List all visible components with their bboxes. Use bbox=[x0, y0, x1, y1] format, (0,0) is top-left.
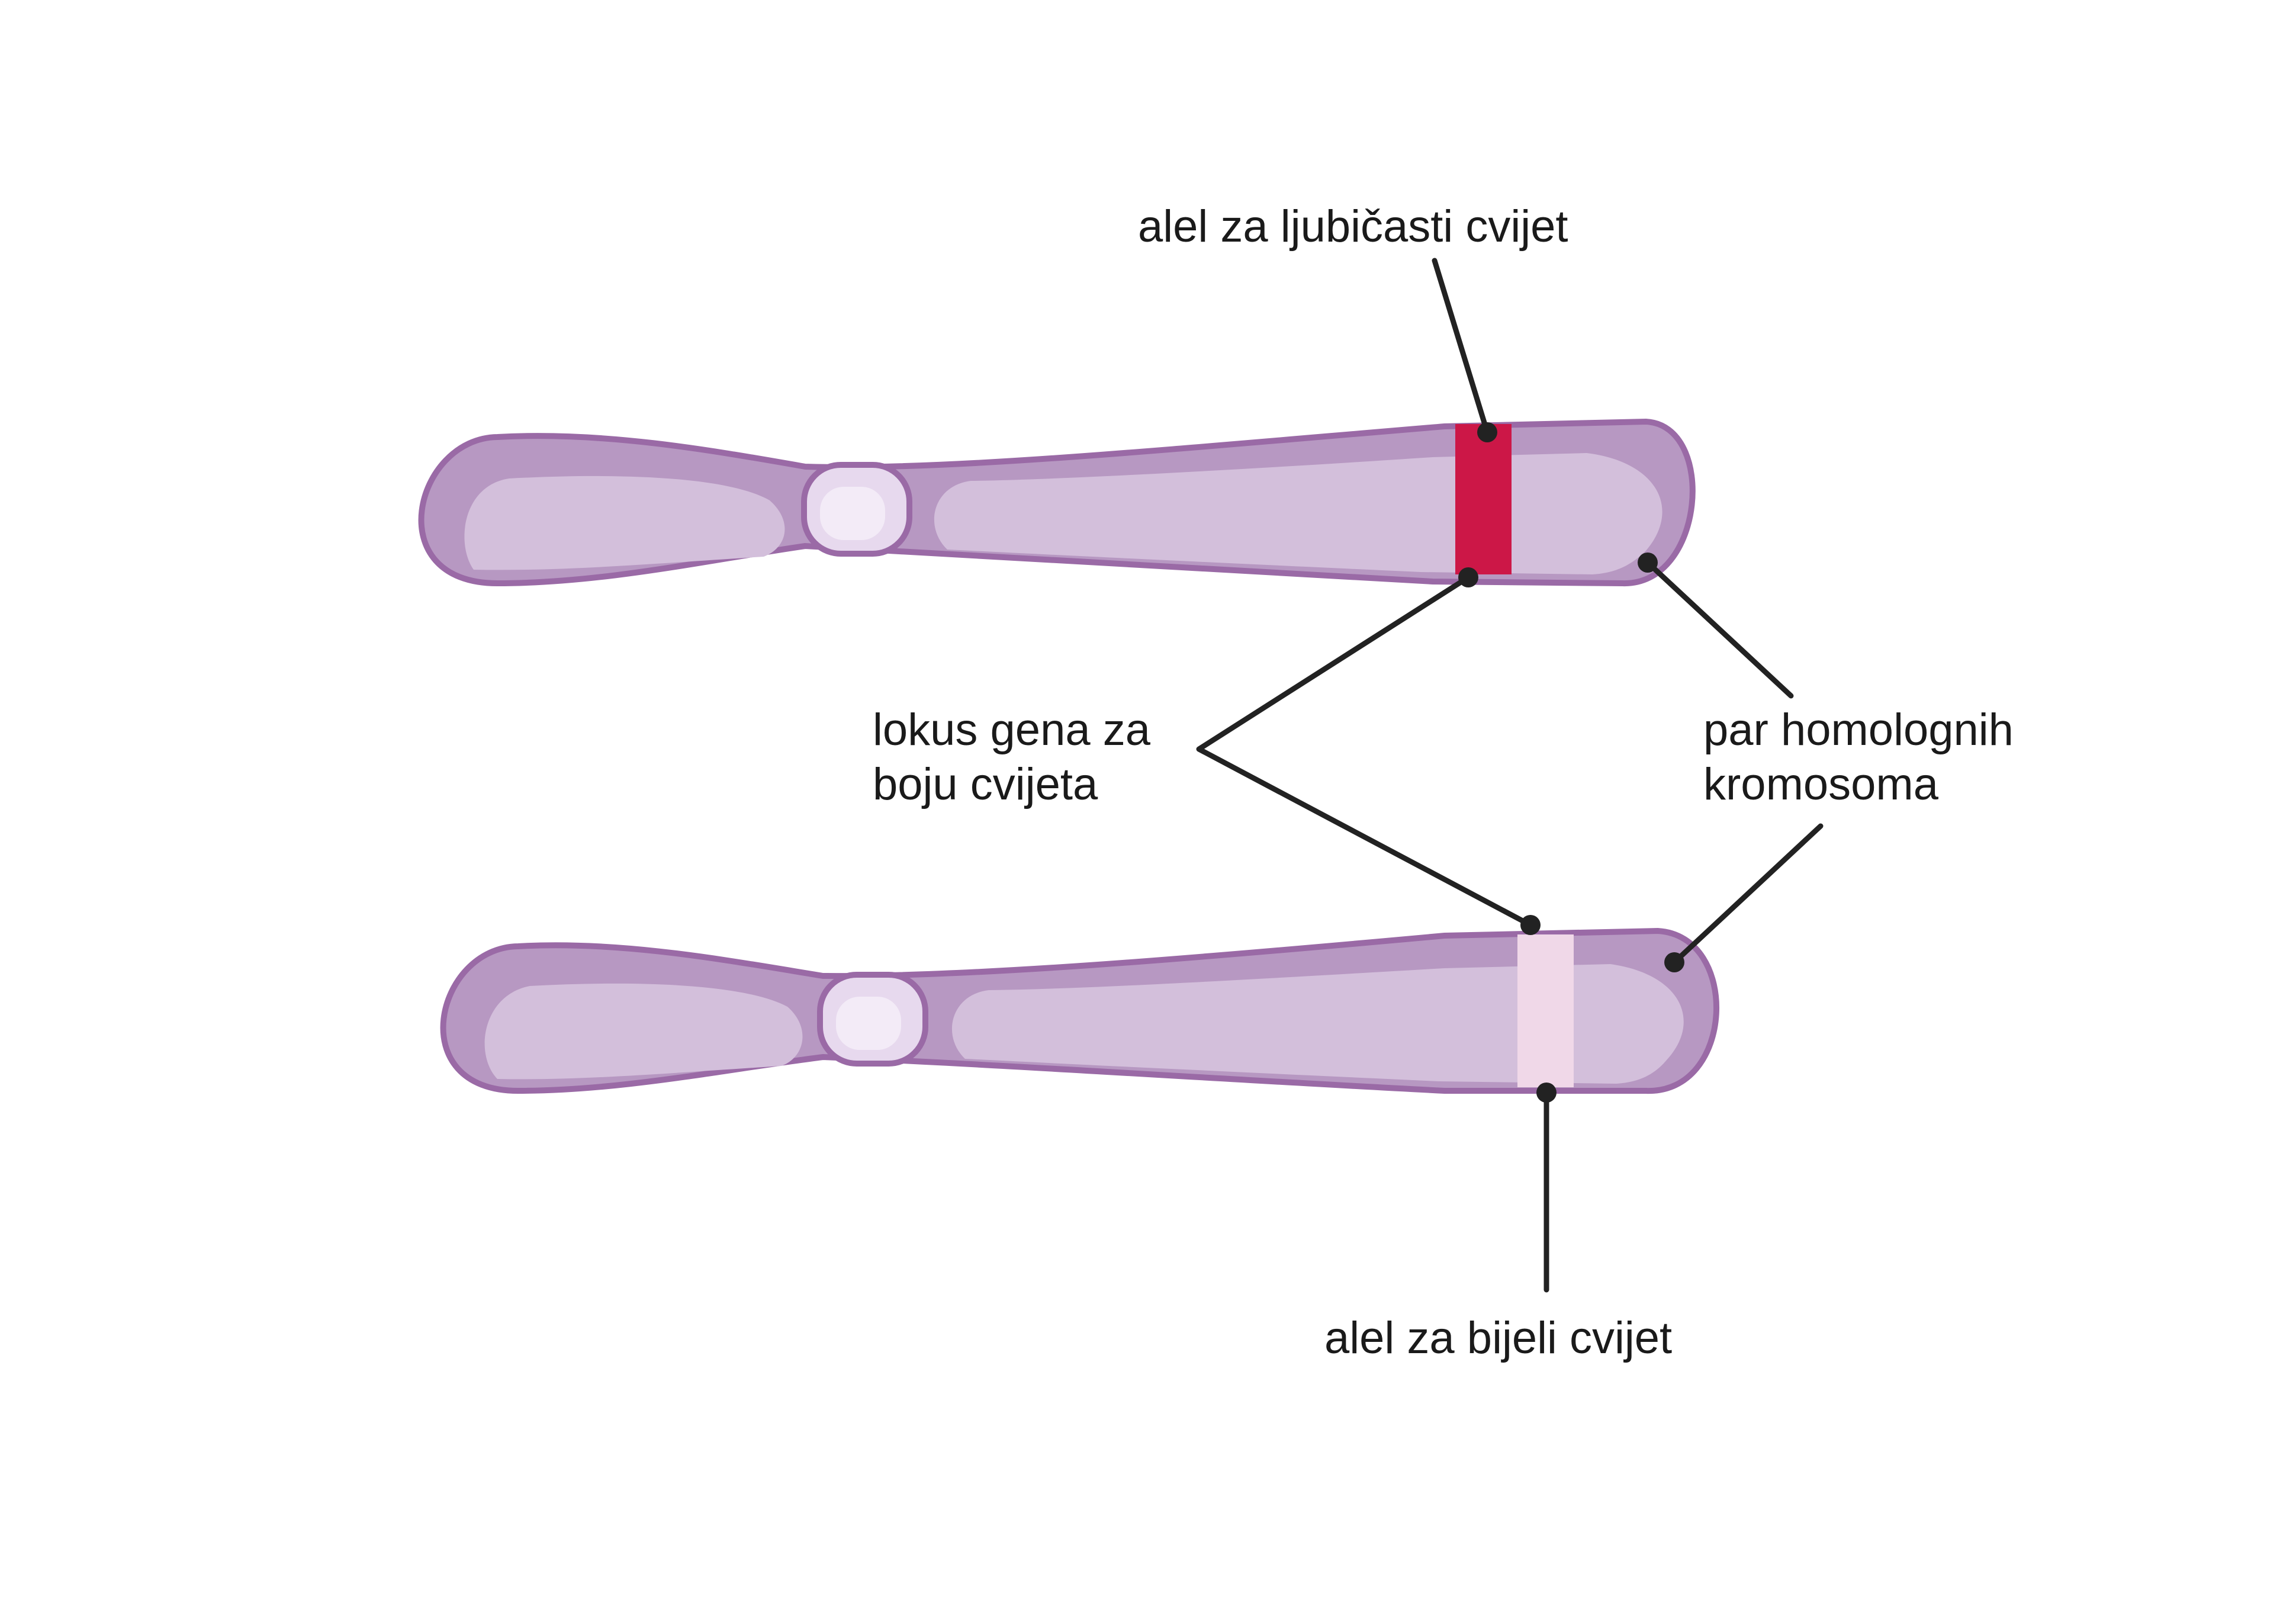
label-homologous-line2: kromosoma bbox=[1703, 759, 1939, 810]
label-homologous-line1: par homolognih bbox=[1703, 705, 2014, 755]
centromere-top bbox=[801, 462, 912, 557]
dot-homologous-top bbox=[1638, 553, 1658, 573]
centromere-bottom bbox=[817, 972, 928, 1067]
dot-locus-bottom bbox=[1520, 915, 1541, 935]
chromosome-bottom-left-arm-highlight bbox=[484, 983, 803, 1080]
chromosome-bottom-right-arm-highlight bbox=[951, 964, 1684, 1084]
leader-lines bbox=[1196, 258, 1824, 1293]
dot-purple-allele bbox=[1477, 422, 1497, 442]
white-allele-band bbox=[1517, 934, 1574, 1087]
label-locus-line1: lokus gena za bbox=[873, 705, 1151, 755]
leader-homologous-top bbox=[1645, 560, 1794, 699]
purple-allele-band bbox=[1455, 424, 1512, 574]
dot-locus-top bbox=[1458, 567, 1478, 587]
chromosome-top-left-arm-highlight bbox=[464, 476, 785, 570]
dot-homologous-bottom bbox=[1664, 952, 1684, 972]
chromosome-top bbox=[418, 418, 1696, 587]
label-purple-allele: alel za ljubičasti cvijet bbox=[1138, 201, 1568, 252]
leader-purple-allele bbox=[1432, 258, 1490, 435]
label-locus-line2: boju cvijeta bbox=[873, 759, 1098, 810]
label-white-allele: alel za bijeli cvijet bbox=[1324, 1313, 1672, 1363]
dot-white-allele bbox=[1536, 1083, 1557, 1103]
chromosome-bottom bbox=[440, 927, 1719, 1094]
leader-homologous-bottom bbox=[1671, 823, 1824, 965]
leader-locus bbox=[1196, 574, 1533, 928]
